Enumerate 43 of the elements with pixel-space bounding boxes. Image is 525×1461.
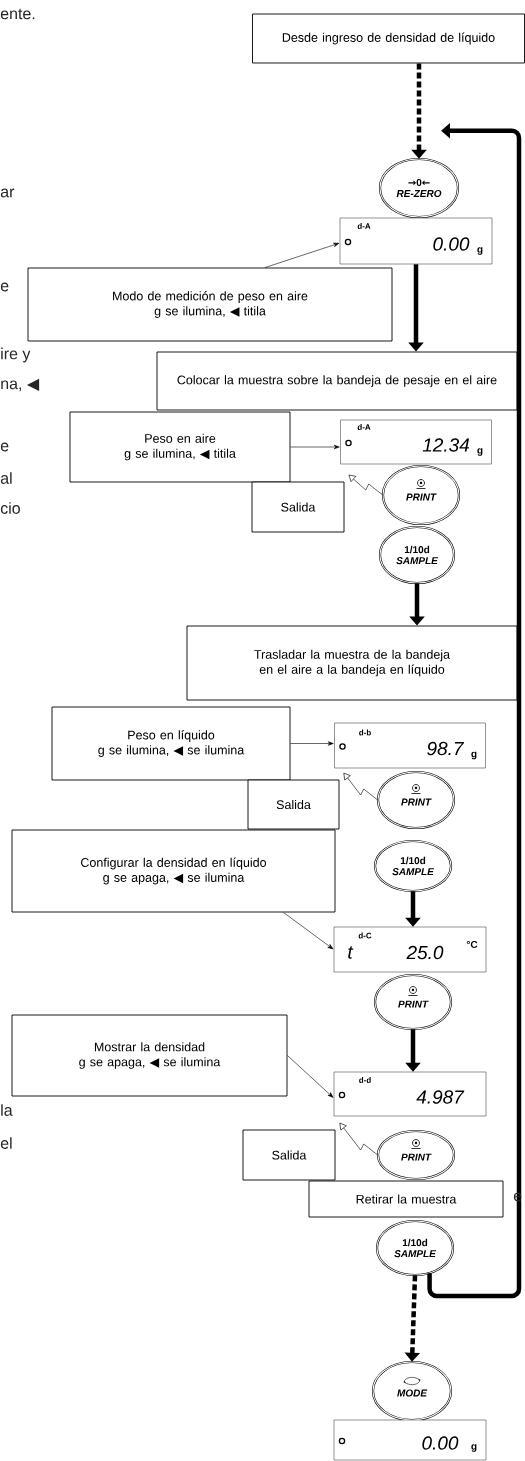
output-arrow [348, 474, 383, 496]
cropped-text: ente. [0, 8, 35, 20]
cropped-text: e [0, 442, 9, 452]
lcd-display: d-C t 25.0 °C [333, 926, 487, 973]
key-button: PRINT [376, 770, 456, 830]
step-box: Retirar la muestra [308, 1180, 504, 1218]
cropped-text: al [0, 472, 12, 484]
leader-arrow [290, 444, 340, 450]
step-box: Trasladar la muestra de la bandeja en el aire a la bandeja en líquido [186, 625, 518, 701]
output-box: Salida [247, 779, 340, 830]
lcd-display: 0.00 g [333, 1419, 487, 1461]
key-button: 1/10d SAMPLE [378, 525, 456, 585]
output-box: Salida [242, 1129, 336, 1181]
key-button: 1/10d SAMPLE [373, 839, 453, 893]
lcd-display: d-A 12.34 g [340, 419, 492, 465]
cropped-text: e [0, 282, 9, 292]
output-arrow [343, 772, 378, 801]
key-button: PRINT [376, 1129, 456, 1181]
cropped-text: na, ◀ [1, 378, 40, 392]
key-button: PRINT [373, 973, 453, 1031]
cropped-text: la [1, 1104, 13, 1116]
step-box: Colocar la muestra sobre la bandeja de pesaje en el aire [156, 351, 518, 411]
step-box: Desde ingreso de densidad de líquido [252, 13, 525, 64]
cropped-text: cio [0, 502, 20, 514]
lcd-display: d-A 0.00 g [339, 217, 493, 265]
leader-arrow [290, 741, 334, 746]
key-button: PRINT [381, 464, 461, 526]
cropped-text: e [513, 1192, 522, 1202]
lcd-display: d-b 98.7 g [334, 722, 486, 769]
step-box: Mostrar la densidad g se apaga, ◀ se ilumina [11, 1014, 288, 1097]
leader-arrow [283, 912, 334, 950]
key-button: MODE [371, 1360, 453, 1422]
leader-arrow [264, 242, 340, 268]
lcd-display: d-d 4.987 [333, 1071, 487, 1117]
cropped-text: el [0, 1137, 12, 1149]
output-arrow [339, 1122, 378, 1156]
step-box: Modo de medición de peso en aire g se ilumina, ◀ titila [27, 267, 393, 342]
key-button: 1/10d SAMPLE [375, 1219, 455, 1277]
cropped-text: ar [0, 188, 15, 198]
cropped-text: ire y [1, 347, 31, 363]
leader-arrow [287, 1055, 334, 1098]
output-box: Salida [251, 481, 345, 533]
key-button: →0← RE-ZERO [378, 157, 460, 219]
